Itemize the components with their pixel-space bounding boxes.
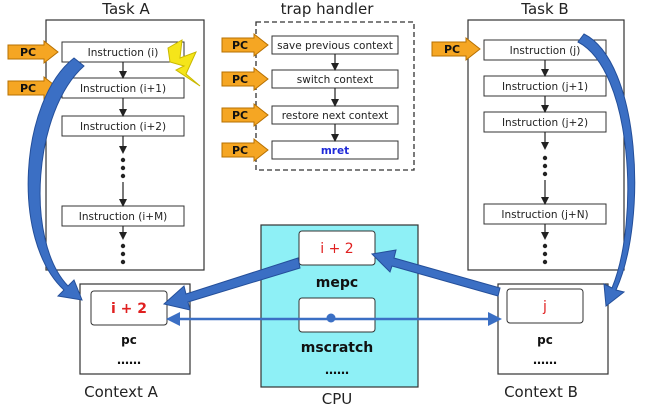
svg-text:PC: PC [444, 43, 460, 56]
mscratch-label: mscratch [301, 340, 374, 356]
lightning-icon [167, 39, 201, 87]
context-a-title: Context A [84, 383, 159, 401]
svg-text:PC: PC [20, 82, 36, 95]
context-a-more: …… [117, 353, 141, 367]
context-b-to-mepc-arrow [370, 249, 501, 297]
trap-handler-title: trap handler [281, 0, 375, 18]
cpu-title: CPU [322, 390, 353, 404]
svg-text:PC: PC [232, 144, 248, 157]
pc-arrow-icon: PC [221, 102, 269, 128]
pc-arrow-icon: PC [221, 66, 269, 92]
pc-arrow-icon: PC [7, 39, 59, 65]
context-a-pc-label: pc [121, 333, 137, 347]
svg-text:PC: PC [20, 46, 36, 59]
task-b-instruction-3: Instruction (j+N) [501, 209, 588, 221]
context-a-pc-box [90, 290, 168, 326]
mepc-to-context-a-arrow [162, 257, 301, 311]
trap-step-3: mret [321, 145, 349, 157]
task-b-ellipsis-dots-bottom [542, 243, 548, 265]
mscratch-pointer-dot [326, 313, 336, 323]
context-b-more: …… [533, 353, 557, 367]
trap-step-0: save previous context [277, 40, 393, 52]
mepc-value: i + 2 [320, 241, 353, 257]
context-a-pc-value: i + 2 [111, 301, 147, 317]
svg-text:PC: PC [232, 73, 248, 86]
task-a-ellipsis-dots-bottom [120, 243, 126, 265]
task-a-instruction-3: Instruction (i+M) [79, 211, 168, 223]
mepc-register-box [298, 230, 376, 266]
mscratch-pointer-left-arrow [166, 312, 180, 326]
cpu-more: …… [325, 363, 349, 377]
context-b-pc-box [506, 288, 584, 324]
pc-arrow-icon: PC [221, 137, 269, 163]
mscratch-register-box [298, 297, 376, 333]
svg-text:PC: PC [232, 109, 248, 122]
trap-step-1: switch context [297, 74, 373, 86]
task-b-instruction-1: Instruction (j+1) [502, 81, 588, 93]
restore-to-task-b-arrow [577, 33, 636, 307]
task-b-ellipsis-dots [542, 155, 548, 177]
svg-text:PC: PC [232, 39, 248, 52]
trap-step-2: restore next context [282, 110, 389, 122]
task-b-instruction-2: Instruction (j+2) [502, 117, 588, 129]
context-b-pc-label: pc [537, 333, 553, 347]
pc-arrow-icon: PC [221, 32, 269, 58]
context-b-pc-value: j [542, 299, 547, 315]
task-a-instruction-1: Instruction (i+1) [80, 83, 166, 95]
task-a-instruction-0: Instruction (i) [88, 47, 159, 59]
task-a-instruction-2: Instruction (i+2) [80, 121, 166, 133]
pc-arrow-icon: PC [431, 36, 481, 62]
context-b-title: Context B [504, 383, 578, 401]
task-a-title: Task A [101, 0, 150, 18]
task-b-instruction-0: Instruction (j) [510, 45, 581, 57]
task-b-title: Task B [520, 0, 568, 18]
task-a-ellipsis-dots [120, 157, 126, 179]
pc-arrow-icon: PC [7, 75, 59, 101]
mscratch-pointer-right-arrow [488, 312, 502, 326]
save-to-context-a-arrow [27, 57, 85, 301]
mepc-label: mepc [316, 275, 358, 291]
